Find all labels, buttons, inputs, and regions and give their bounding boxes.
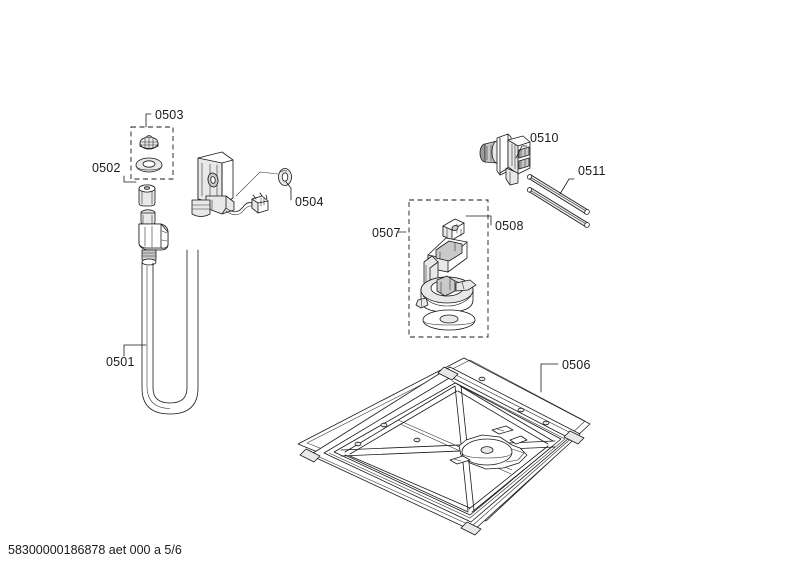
part-0506-base-plate [297,357,591,536]
hose-valve-head [138,209,169,266]
part-0503-group [130,126,174,180]
document-footer-text: 58300000186878 aet 000 a 5/6 [8,543,182,557]
rail-lower [526,187,590,228]
part-0502-cap [138,184,156,207]
callout-label-0506: 0506 [562,358,591,372]
leader-0508 [465,215,492,226]
leader-0501 [123,344,147,357]
callout-label-0502: 0502 [92,161,121,175]
rail-upper [526,174,590,215]
base-plate-cutouts [449,425,528,465]
leader-0502 [123,175,137,183]
pump-volute-body [415,275,477,313]
part-0510-pump-motor [479,133,531,186]
part-0503-dashed-box [130,126,174,180]
callout-label-0504: 0504 [295,195,324,209]
callout-label-0511: 0511 [578,164,606,178]
pump-seal-disc [422,309,476,331]
part-0511-rails [526,174,590,228]
callout-label-0501: 0501 [106,355,135,369]
part-0501-aquastop-valve [191,151,269,217]
base-plate-frame-inner [323,376,570,523]
strainer-icon [139,135,159,150]
base-plate-rivets [354,376,550,447]
leader-0511 [559,178,575,195]
part-0507-group [408,199,489,338]
hose-inner-left [152,249,188,404]
leader-0504 [285,181,292,201]
callout-leaders [123,113,575,393]
part-0504-o-ring [278,168,292,186]
washer-icon [135,157,163,173]
part-0507-dashed-box [408,199,489,338]
leader-0506 [540,363,559,393]
oring-reference-line [235,171,279,197]
callout-label-0507: 0507 [372,226,401,240]
leader-0510 [515,145,528,159]
base-plate-center-hub [458,434,528,470]
hose-outer-left [141,249,199,415]
callout-label-0503: 0503 [155,108,184,122]
callout-label-0510: 0510 [530,131,559,145]
callout-label-0508: 0508 [495,219,524,233]
part-0508-clip [442,218,465,241]
part-0501-inlet-hose [138,209,199,415]
leader-0503 [145,113,152,128]
